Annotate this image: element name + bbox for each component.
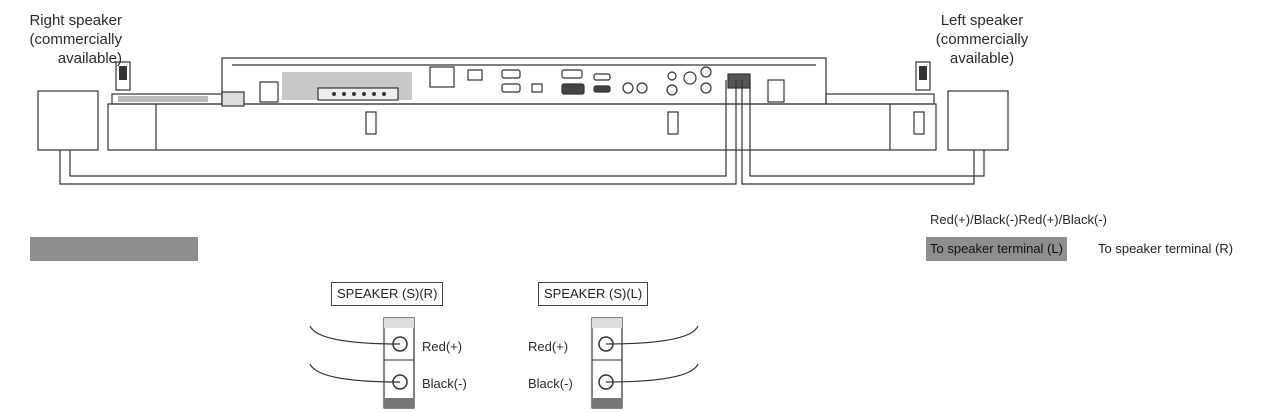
black-minus-label-left: Black(-): [528, 376, 573, 391]
black-minus-label-right: Black(-): [422, 376, 467, 391]
speaker-l-box-label: SPEAKER (S)(L): [538, 282, 649, 306]
left-speaker-box: [947, 90, 1009, 151]
left-speaker-label: Left speaker (commercially available): [935, 12, 1029, 67]
terminal-closeup-right: [309, 317, 415, 409]
right-speaker-label: Right speaker (commercially available): [29, 12, 122, 67]
red-plus-label-left: Red(+): [528, 339, 569, 354]
terminal-closeup-left: [591, 317, 699, 409]
rear-connectors: [221, 66, 785, 107]
terminal-l-label: To speaker terminal (L): [926, 237, 1067, 261]
speaker-cables: [59, 80, 985, 185]
red-plus-label-right: Red(+): [422, 339, 463, 354]
legend-gray-bar: [30, 237, 198, 261]
right-speaker-box: [37, 90, 99, 151]
speaker-r-box-label: SPEAKER (S)(R): [331, 282, 444, 306]
terminal-r-label: To speaker terminal (R): [1098, 241, 1234, 256]
polarity-label: Red(+)/Black(-)Red(+)/Black(-): [930, 212, 1107, 227]
monitor-base: [107, 103, 937, 151]
